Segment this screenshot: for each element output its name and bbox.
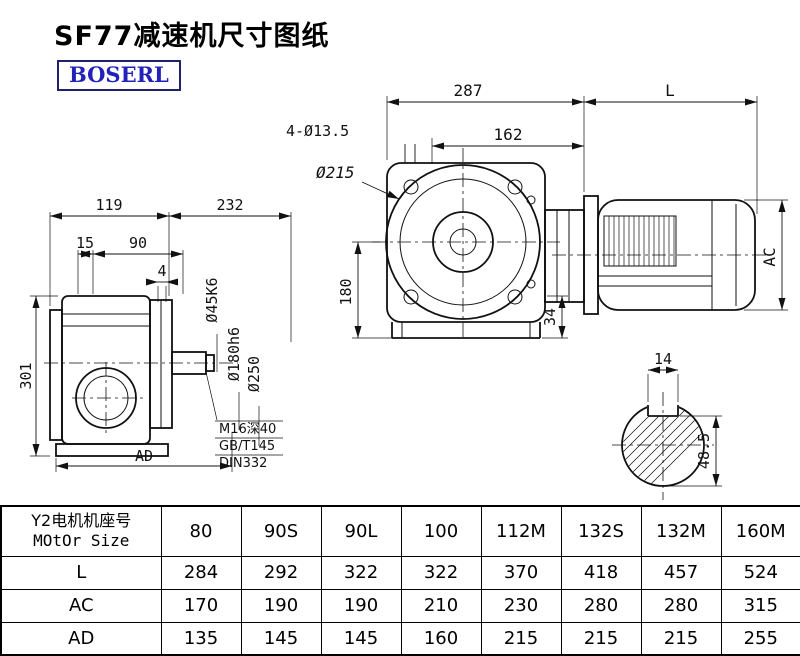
flange-circle-callout: Ø215 [316, 163, 355, 182]
brand-logo: BOSERL [57, 60, 181, 91]
front-view-drawing: 287 L 162 4-Ø13.5 Ø215 180 34 AC [286, 81, 788, 340]
table-cell: 170 [160, 588, 242, 623]
dim-ad-label: AD [135, 447, 153, 465]
shaft-diameter-label: Ø45K6 [203, 277, 221, 322]
motor-size-label-cn: Y2电机机座号 [31, 511, 132, 531]
dim-180-label: 180 [337, 278, 355, 305]
table-col-header: 80 [160, 505, 242, 557]
table-row-AD: AD 135 145 145 160 215 215 215 255 [0, 621, 800, 656]
table-col-header: 112M [480, 505, 562, 557]
table-cell: 322 [400, 555, 482, 590]
table-header-row: Y2电机机座号 MOtOr Size 80 90S 90L 100 112M 1… [0, 505, 800, 557]
spigot-diameter-label: Ø180h6 [225, 327, 243, 381]
side-view-geometry [44, 295, 238, 457]
table-cell: 292 [240, 555, 322, 590]
dim-48-5-label: 48.5 [695, 433, 713, 469]
table-cell: 210 [400, 588, 482, 623]
dim-287-label: 287 [454, 81, 483, 100]
table-cell: 280 [560, 588, 642, 623]
table-cell: 160 [400, 621, 482, 656]
note-thread: M16深40 [219, 422, 276, 437]
table-cell: 190 [320, 588, 402, 623]
table-cell: 145 [240, 621, 322, 656]
dim-14-label: 14 [654, 350, 672, 368]
dim-119-label: 119 [95, 196, 122, 214]
shaft-cross-section: 14 48.5 [612, 350, 722, 500]
table-cell: 145 [320, 621, 402, 656]
table-col-header: 90S [240, 505, 322, 557]
table-cell: 524 [720, 555, 800, 590]
side-view-drawing: 119 232 15 90 4 301 AD Ø45K6 Ø180h6 Ø25 [17, 196, 292, 472]
table-header-motor-size: Y2电机机座号 MOtOr Size [0, 505, 162, 557]
row-label: AC [0, 588, 162, 623]
table-cell: 457 [640, 555, 722, 590]
dim-15-label: 15 [76, 234, 94, 252]
table-cell: 315 [720, 588, 800, 623]
note-gb-standard: GB/T145 [219, 439, 275, 454]
table-col-header: 160M [720, 505, 800, 557]
table-cell: 322 [320, 555, 402, 590]
table-cell: 255 [720, 621, 800, 656]
flange-diameter-label: Ø250 [245, 356, 263, 392]
table-cell: 215 [640, 621, 722, 656]
table-cell: 190 [240, 588, 322, 623]
dimension-table: Y2电机机座号 MOtOr Size 80 90S 90L 100 112M 1… [0, 505, 800, 656]
motor-size-label-en: MOtOr Size [33, 531, 130, 551]
technical-drawing: 119 232 15 90 4 301 AD Ø45K6 Ø180h6 Ø25 [17, 81, 788, 500]
front-view-geometry [372, 148, 770, 340]
row-label: AD [0, 621, 162, 656]
table-cell: 230 [480, 588, 562, 623]
row-label: L [0, 555, 162, 590]
table-col-header: 132M [640, 505, 722, 557]
dim-301-label: 301 [17, 362, 35, 389]
table-row-AC: AC 170 190 190 210 230 280 280 315 [0, 588, 800, 623]
dim-232-label: 232 [216, 196, 243, 214]
shaft-section-geometry [612, 392, 714, 500]
table-col-header: 90L [320, 505, 402, 557]
dim-162-label: 162 [494, 125, 523, 144]
page-title: SF77减速机尺寸图纸 [54, 21, 330, 52]
table-cell: 280 [640, 588, 722, 623]
table-cell: 370 [480, 555, 562, 590]
dim-34-label: 34 [541, 308, 559, 326]
table-cell: 135 [160, 621, 242, 656]
dim-90-label: 90 [129, 234, 147, 252]
table-col-header: 132S [560, 505, 642, 557]
dim-l-label: L [665, 81, 675, 100]
bolt-holes-callout: 4-Ø13.5 [286, 122, 349, 140]
table-col-header: 100 [400, 505, 482, 557]
dim-ac-label: AC [760, 247, 779, 266]
table-cell: 284 [160, 555, 242, 590]
table-cell: 215 [560, 621, 642, 656]
dim-4-label: 4 [157, 262, 166, 280]
table-cell: 215 [480, 621, 562, 656]
table-cell: 418 [560, 555, 642, 590]
table-row-L: L 284 292 322 322 370 418 457 524 [0, 555, 800, 590]
note-din-standard: DIN332 [219, 456, 267, 471]
